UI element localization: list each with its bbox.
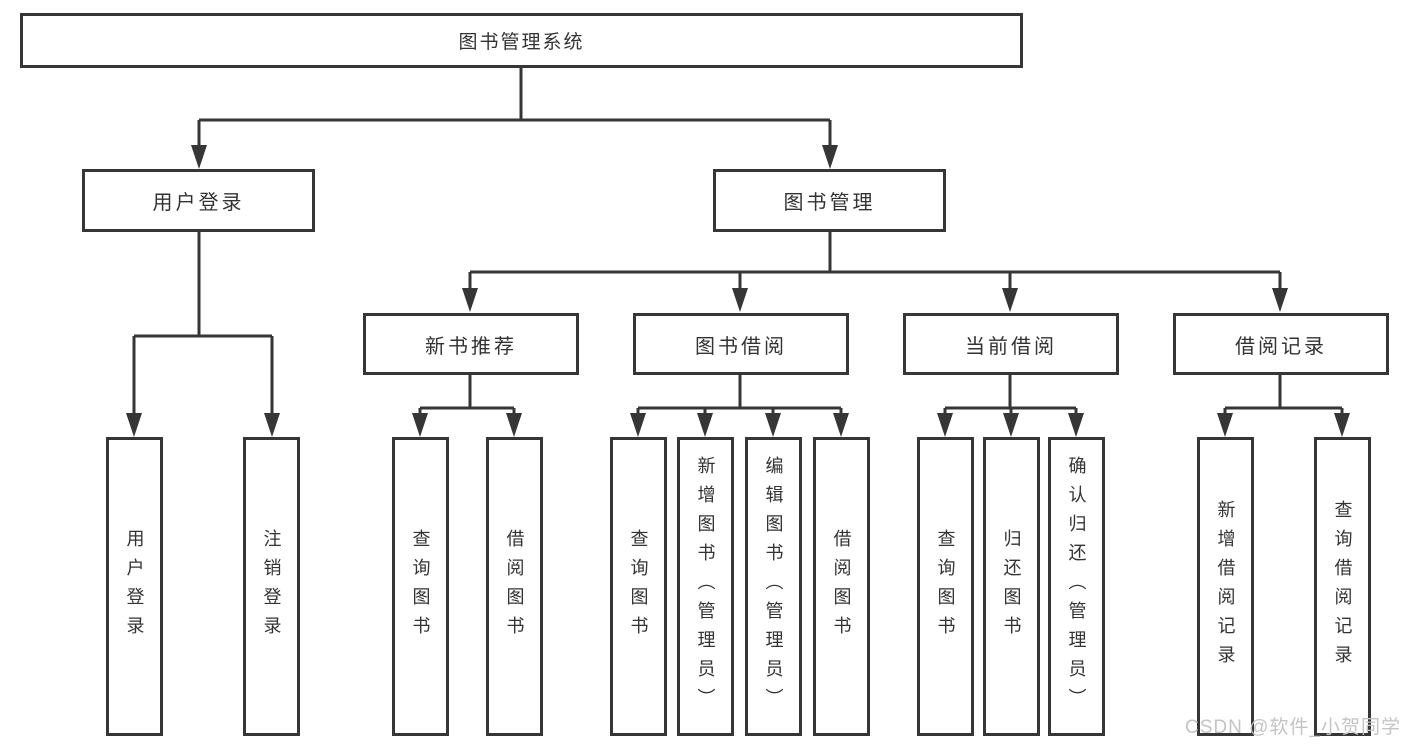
node-label: 图书管理系统 bbox=[458, 32, 585, 53]
node-label: 用户登录 bbox=[152, 192, 245, 214]
leaf-label: 新增图书（管理员） bbox=[695, 456, 716, 717]
leaf-label: 查询借阅记录 bbox=[1332, 499, 1353, 674]
leaf-logout: 注销登录 bbox=[243, 437, 300, 736]
arrowhead-icon bbox=[1002, 288, 1018, 312]
arrowhead-icon bbox=[765, 413, 781, 437]
connector-root-to-level2 bbox=[197, 68, 832, 147]
leaf-borrow-books: 借阅图书 bbox=[813, 437, 870, 736]
node-borrow-record: 借阅记录 bbox=[1173, 313, 1389, 375]
arrowhead-icon bbox=[1217, 413, 1233, 437]
leaf-add-book-admin: 新增图书（管理员） bbox=[677, 437, 734, 736]
arrowhead-icon bbox=[412, 413, 428, 437]
connector-current-borrow-to-leaves bbox=[943, 375, 1078, 415]
arrowhead-icon bbox=[697, 413, 713, 437]
connector-book-borrow-to-leaves bbox=[636, 375, 843, 415]
arrowhead-icon bbox=[126, 413, 142, 437]
leaf-label: 新增借阅记录 bbox=[1215, 499, 1236, 674]
arrowhead-icon bbox=[1068, 413, 1084, 437]
arrowhead-icon bbox=[191, 145, 207, 169]
leaf-label: 借阅图书 bbox=[504, 528, 525, 645]
node-label: 图书借阅 bbox=[695, 335, 787, 358]
arrowhead-icon bbox=[264, 413, 280, 437]
arrowhead-icon bbox=[833, 413, 849, 437]
arrowhead-icon bbox=[937, 413, 953, 437]
leaf-confirm-return-admin: 确认归还（管理员） bbox=[1048, 437, 1105, 736]
leaf-query-books-borrow: 查询图书 bbox=[610, 437, 667, 736]
leaf-user-login: 用户登录 bbox=[106, 437, 163, 736]
connector-user-login-to-leaves bbox=[132, 232, 274, 415]
leaf-label: 编辑图书（管理员） bbox=[763, 456, 784, 717]
leaf-query-books-current: 查询图书 bbox=[917, 437, 974, 736]
arrowhead-icon bbox=[732, 288, 748, 312]
arrowheads bbox=[126, 145, 1350, 437]
leaf-query-borrow-record: 查询借阅记录 bbox=[1314, 437, 1371, 736]
leaf-edit-book-admin: 编辑图书（管理员） bbox=[745, 437, 802, 736]
arrowhead-icon bbox=[462, 288, 478, 312]
arrowhead-icon bbox=[1003, 413, 1019, 437]
leaf-label: 查询图书 bbox=[410, 528, 431, 645]
leaf-return-book: 归还图书 bbox=[983, 437, 1040, 736]
arrowhead-icon bbox=[506, 413, 522, 437]
node-library-system: 图书管理系统 bbox=[20, 13, 1023, 68]
leaf-label: 查询图书 bbox=[628, 528, 649, 645]
arrowhead-icon bbox=[630, 413, 646, 437]
leaf-label: 用户登录 bbox=[124, 528, 145, 645]
node-book-management: 图书管理 bbox=[713, 169, 946, 232]
leaf-label: 归还图书 bbox=[1001, 528, 1022, 645]
leaf-label: 查询图书 bbox=[935, 528, 956, 645]
arrowhead-icon bbox=[1272, 288, 1288, 312]
leaf-query-books-recommend: 查询图书 bbox=[392, 437, 449, 736]
node-label: 图书管理 bbox=[783, 192, 876, 214]
leaf-label: 确认归还（管理员） bbox=[1066, 456, 1087, 717]
node-book-borrow: 图书借阅 bbox=[633, 313, 849, 375]
node-user-login: 用户登录 bbox=[82, 169, 315, 232]
leaf-label: 注销登录 bbox=[261, 528, 282, 645]
arrowhead-icon bbox=[822, 145, 838, 169]
node-label: 借阅记录 bbox=[1235, 335, 1327, 358]
node-label: 新书推荐 bbox=[425, 335, 517, 358]
node-new-book-recommend: 新书推荐 bbox=[363, 313, 579, 375]
connector-book-management-to-level3 bbox=[468, 232, 1282, 290]
node-label: 当前借阅 bbox=[965, 335, 1057, 358]
node-current-borrow: 当前借阅 bbox=[903, 313, 1119, 375]
leaf-label: 借阅图书 bbox=[831, 528, 852, 645]
leaf-borrow-books-recommend: 借阅图书 bbox=[486, 437, 543, 736]
arrowhead-icon bbox=[1334, 413, 1350, 437]
connector-borrow-record-to-leaves bbox=[1223, 375, 1344, 415]
leaf-add-borrow-record: 新增借阅记录 bbox=[1197, 437, 1254, 736]
connector-new-book-to-leaves bbox=[418, 375, 516, 415]
